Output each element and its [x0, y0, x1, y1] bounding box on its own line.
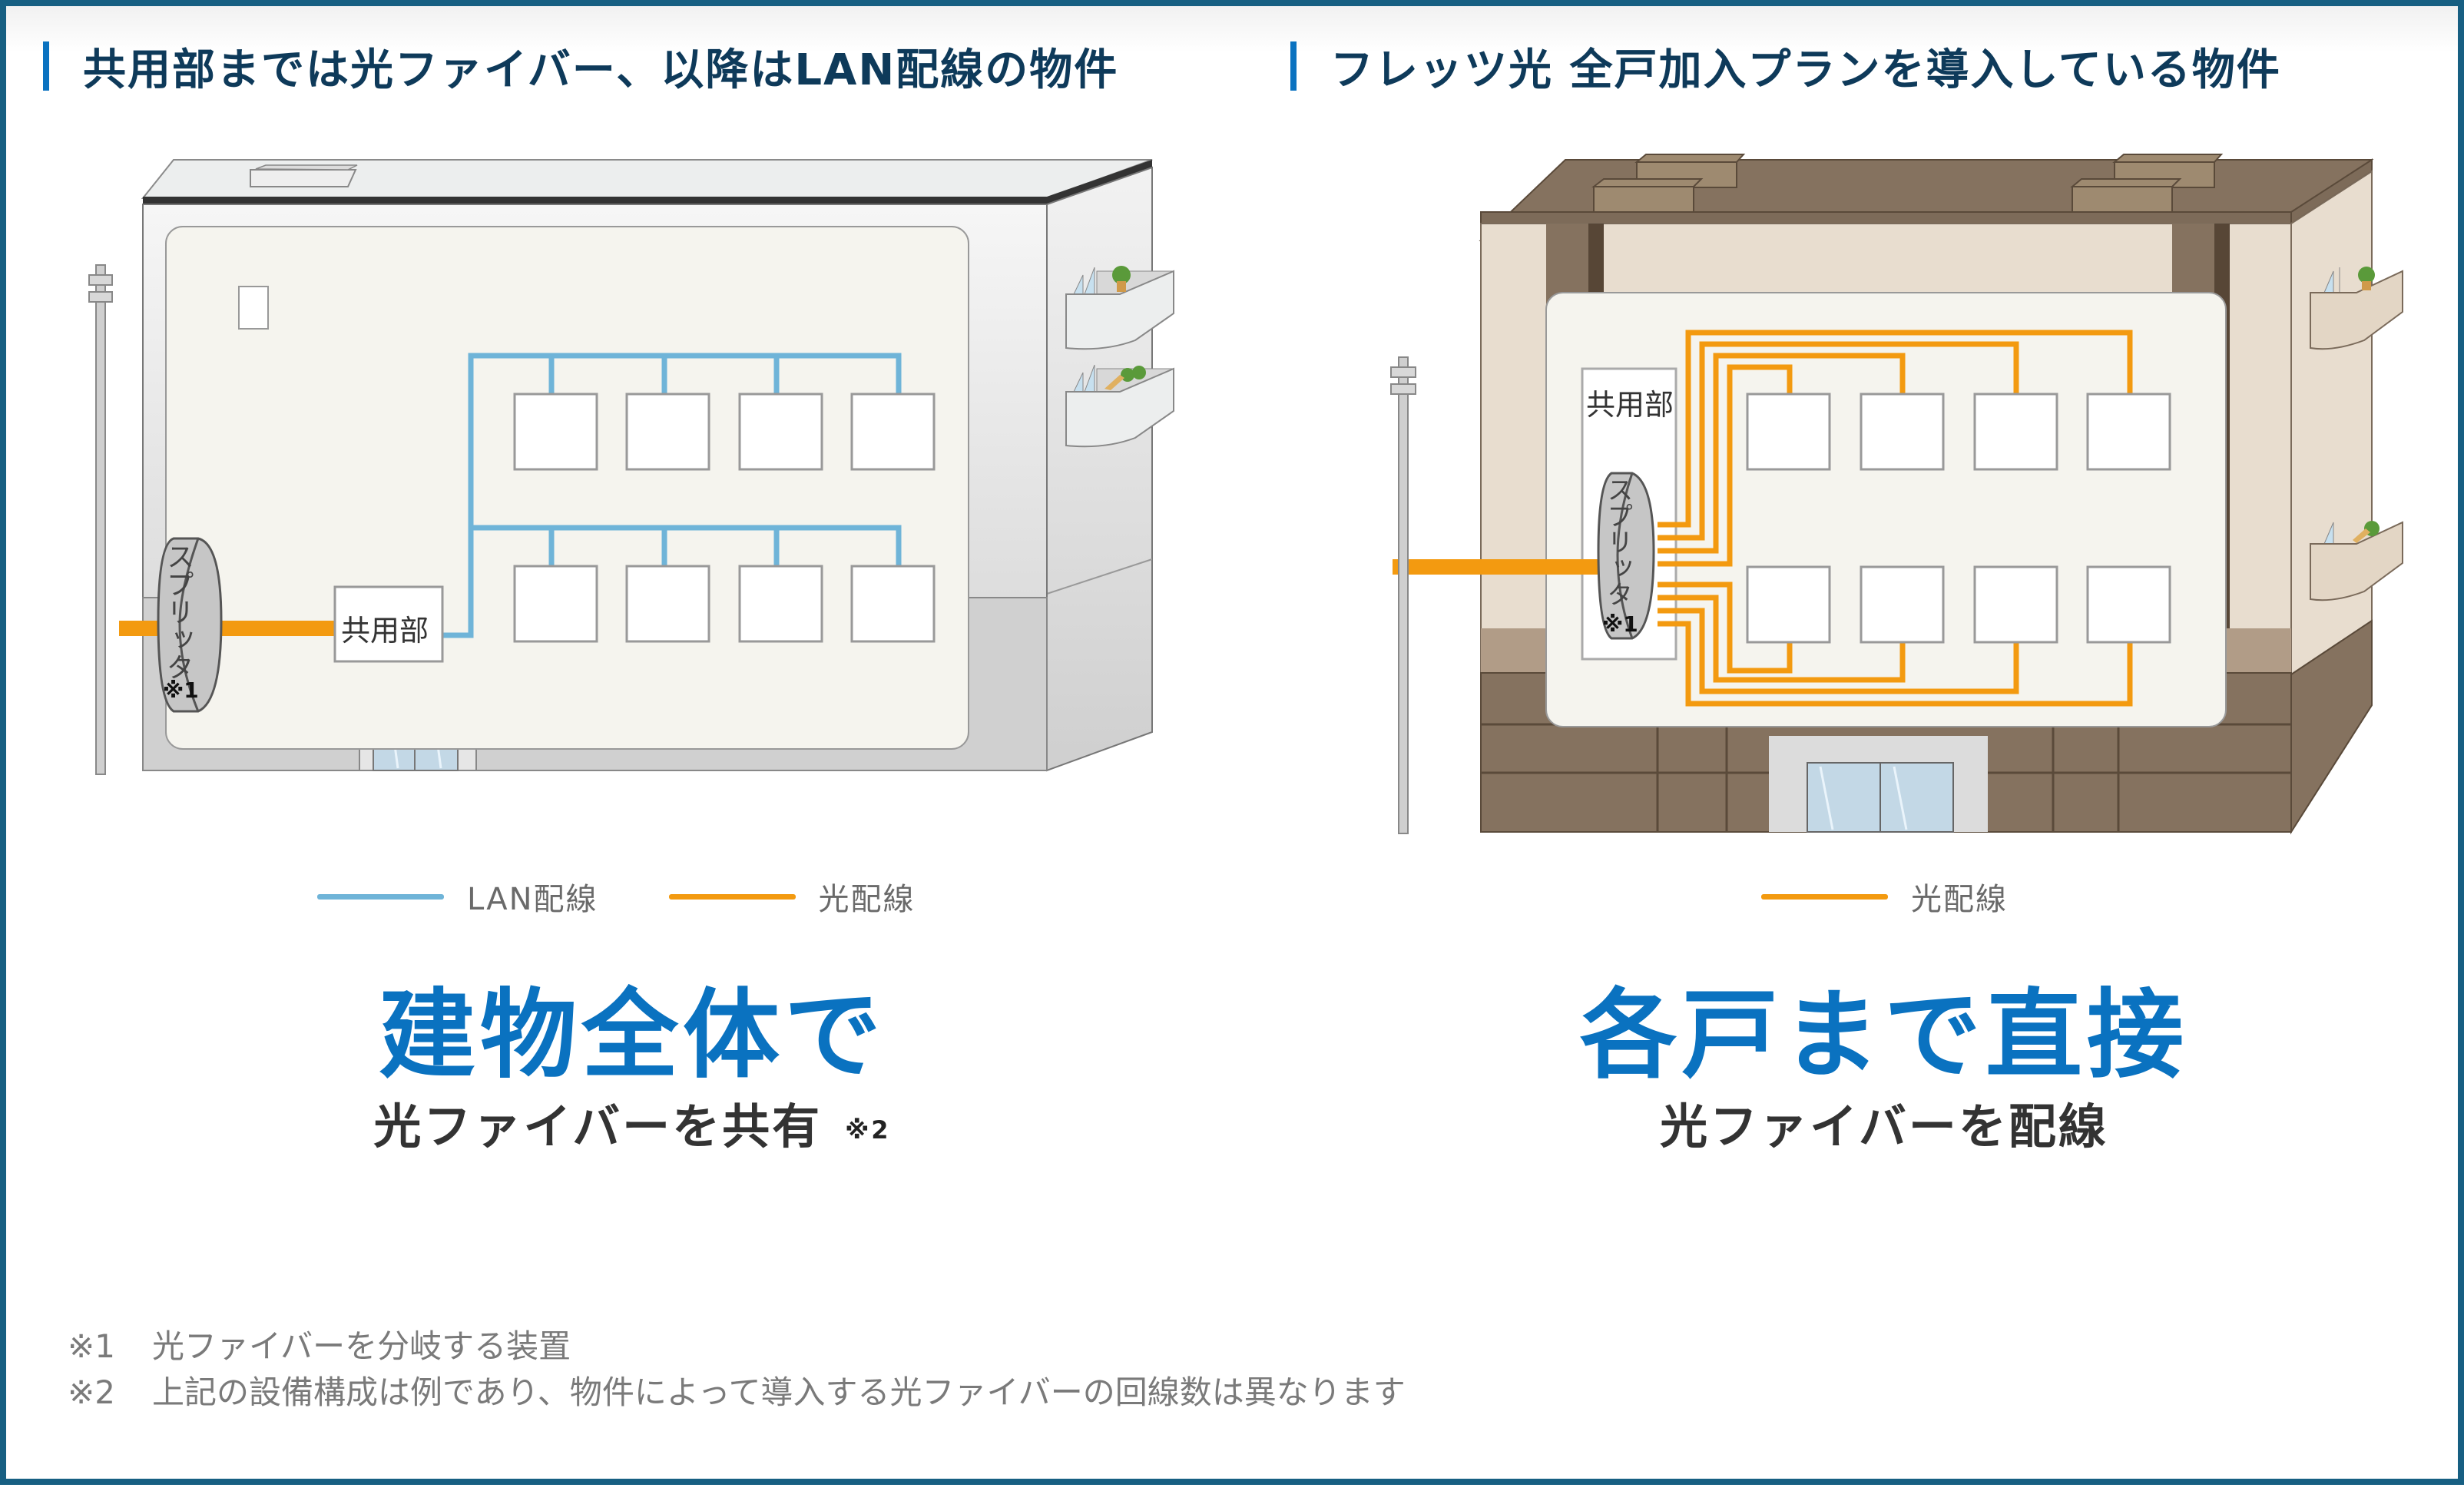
unit: [1973, 565, 2058, 644]
unit: [2086, 393, 2171, 471]
fiber-line: [1393, 559, 1600, 575]
lan-wiring: [442, 353, 902, 638]
unit: [625, 565, 710, 643]
left-headline-main: 建物全体で: [379, 979, 886, 1092]
legend-label: 光配線: [1911, 882, 2008, 917]
left-splitter-label: スプリッタ: [162, 542, 194, 681]
right-splitter-label: スプリッタ: [1602, 476, 1633, 607]
right-title-text: フレッツ光 全戸加入プランを導入している物件: [1330, 45, 2281, 95]
left-subheadline-text: 光ファイバーを共有: [373, 1098, 823, 1155]
title-accent-bar: [43, 41, 49, 91]
units-floor-2: [238, 286, 269, 330]
unit: [738, 393, 823, 471]
left-headline: 建物全体で 光ファイバーを共有 ※2: [171, 982, 1093, 1165]
left-common-area-label: 共用部: [341, 614, 429, 648]
splitter-icon: [157, 537, 223, 713]
unit: [1860, 565, 1945, 644]
footnote-1: ※1 光ファイバーを分岐する装置: [68, 1324, 1406, 1370]
fiber-line: [217, 621, 336, 636]
footnote-text: 光ファイバーを分岐する装置: [152, 1327, 571, 1365]
units: [513, 393, 936, 643]
fiber-line: [119, 621, 157, 636]
left-section-title: 共用部までは光ファイバー、以降はLAN配線の物件: [43, 38, 1118, 95]
common-area-box: [333, 585, 444, 663]
unit: [1746, 565, 1831, 644]
unit: [738, 565, 823, 643]
right-section-title: フレッツ光 全戸加入プランを導入している物件: [1290, 38, 2281, 95]
unit: [850, 393, 936, 471]
unit: [513, 393, 598, 471]
fiber-wiring: [1658, 330, 2133, 707]
legend-label: LAN配線: [467, 882, 598, 917]
legend-label: 光配線: [818, 882, 916, 917]
title-accent-bar: [1290, 41, 1297, 91]
note-mark: ※2: [845, 1115, 891, 1145]
balcony: [2310, 267, 2403, 350]
legend-fiber: 光配線: [1761, 874, 2008, 919]
unit: [513, 565, 598, 643]
splitter-icon: [1597, 472, 1655, 640]
fiber-line-swatch: [668, 893, 796, 900]
footnote-mark: ※2: [68, 1373, 115, 1411]
right-building-diagram: [1390, 154, 2403, 835]
unit: [850, 565, 936, 643]
unit: [1973, 393, 2058, 471]
unit: [1860, 393, 1945, 471]
left-title-text: 共用部までは光ファイバー、以降はLAN配線の物件: [83, 45, 1119, 95]
left-splitter-note: ※1: [163, 678, 199, 703]
unit: [1746, 393, 1831, 471]
right-splitter-note: ※1: [1602, 611, 1638, 637]
left-headline-sub: 光ファイバーを共有 ※2: [171, 1092, 1093, 1165]
right-legend: 光配線: [1761, 874, 2078, 919]
lan-line-swatch: [317, 893, 444, 900]
legend-lan: LAN配線: [317, 874, 598, 919]
legend-fiber: 光配線: [668, 874, 916, 919]
left-legend: LAN配線 光配線: [317, 874, 986, 919]
balcony: [1065, 364, 1175, 448]
balcony: [2310, 521, 2403, 601]
unit: [2086, 565, 2171, 644]
right-headline-sub: 光ファイバーを配線: [1660, 1098, 2108, 1155]
balcony: [1065, 266, 1175, 350]
footnote-2: ※2 上記の設備構成は例であり、物件によって導入する光ファイバーの回線数は異なりま…: [68, 1370, 1406, 1416]
right-common-area-label: 共用部: [1586, 388, 1674, 422]
fiber-line-swatch: [1761, 893, 1888, 900]
unit: [625, 393, 710, 471]
right-headline-main: 各戸まで直接: [1580, 979, 2188, 1092]
footnotes: ※1 光ファイバーを分岐する装置 ※2 上記の設備構成は例であり、物件によって導入す…: [68, 1324, 1406, 1416]
right-headline: 各戸まで直接 光ファイバーを配線: [1423, 982, 2345, 1161]
footnote-mark: ※1: [68, 1327, 115, 1365]
footnote-text: 上記の設備構成は例であり、物件によって導入する光ファイバーの回線数は異なります: [152, 1373, 1406, 1411]
left-wiring-diagram: [119, 353, 936, 713]
